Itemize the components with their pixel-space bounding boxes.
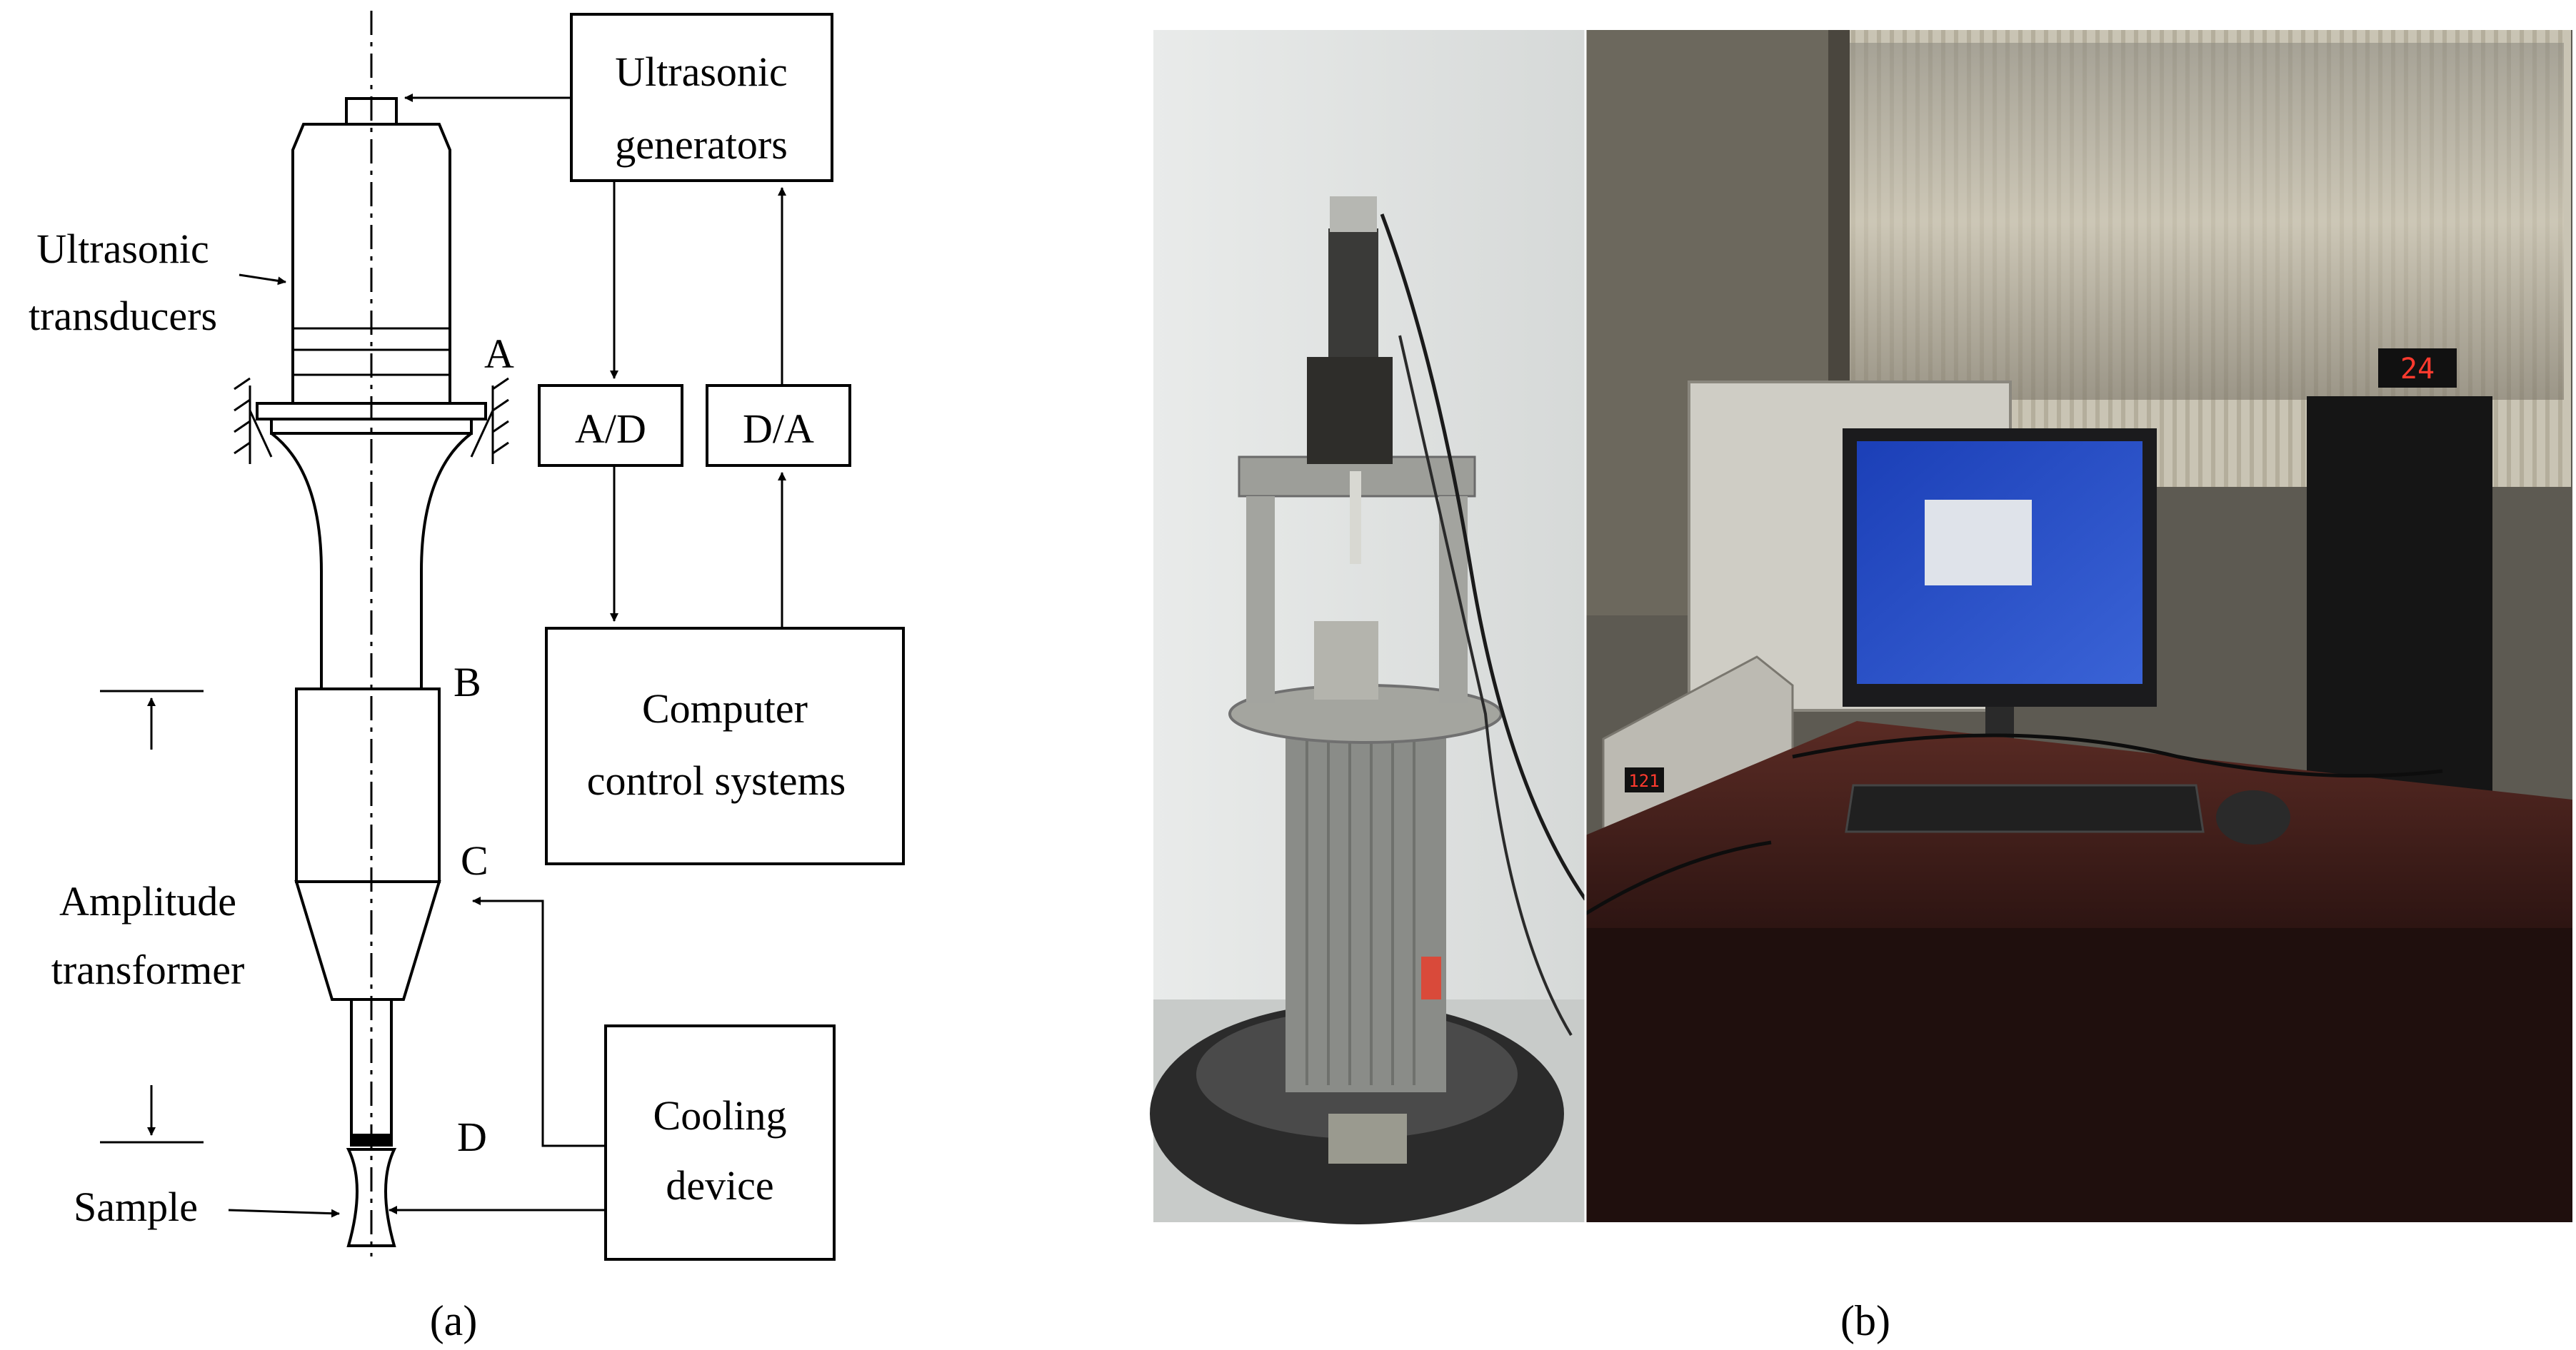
caption-b: (b) <box>1840 1297 1890 1344</box>
cooling-block <box>604 1024 836 1261</box>
clamp-fixture <box>1314 621 1378 700</box>
cooling-label-line1: Cooling <box>653 1092 787 1139</box>
mouse <box>2216 790 2290 845</box>
monitor-window <box>1925 500 2032 585</box>
temp-display <box>2378 348 2457 388</box>
amplitude-label-line2: transformer <box>51 947 245 993</box>
generator-display <box>1625 767 1664 792</box>
desk-cable <box>1584 840 1772 916</box>
amplitude-label-line1: Amplitude <box>59 878 236 925</box>
caption-a: (a) <box>430 1297 478 1344</box>
ad-block <box>538 384 683 467</box>
generators-label-line2: generators <box>615 121 788 168</box>
base-plate <box>1328 1114 1407 1164</box>
transducers-label-line2: transducers <box>29 293 217 339</box>
tip-end <box>350 1134 393 1147</box>
cooling-label-line2: device <box>666 1162 773 1209</box>
transducer-pointer-arrow <box>239 273 286 286</box>
window-light <box>1843 43 2564 400</box>
mounting-flange-lower <box>270 418 473 435</box>
transducer-body <box>1328 228 1378 357</box>
point-d-label: D <box>457 1114 487 1160</box>
specimen-rod <box>1350 471 1361 564</box>
rig-column <box>1286 721 1446 1092</box>
horn-neck <box>270 432 473 689</box>
generator-display-digits: 121 <box>1628 771 1659 791</box>
rig-frame-left <box>1246 496 1275 703</box>
cooling-to-c-arrow <box>472 897 606 1147</box>
computer-label-line2: control systems <box>587 757 846 804</box>
transducer-cap <box>1330 196 1377 232</box>
transducer-bracket <box>1307 357 1393 464</box>
transducers-label-line1: Ultrasonic <box>36 226 209 272</box>
point-a-label: A <box>484 331 514 377</box>
column-ribs <box>1305 728 1415 1085</box>
cable <box>1398 335 1573 1037</box>
panel-a-schematic <box>100 11 905 1261</box>
point-c-label: C <box>461 837 488 884</box>
desk-cable <box>1792 733 2443 778</box>
ad-label: A/D <box>575 405 646 452</box>
amplitude-transformer-body <box>295 687 441 883</box>
da-label: D/A <box>743 405 814 452</box>
left-support-hatch <box>234 377 273 464</box>
desk-body <box>1585 928 2572 1222</box>
sample-label: Sample <box>74 1184 198 1230</box>
sample-specimen <box>346 1148 397 1247</box>
amplitude-transformer-cone <box>294 880 441 1001</box>
warning-label <box>1421 957 1441 999</box>
da-block <box>706 384 851 467</box>
right-support-hatch <box>470 377 509 464</box>
point-b-label: B <box>453 659 481 705</box>
cable <box>1380 213 1588 901</box>
temp-display-digits: 24 <box>2400 353 2435 386</box>
sample-pointer-arrow <box>228 1209 340 1218</box>
computer-block <box>545 627 905 865</box>
panel-a-labels: Ultrasonic generators A/D D/A Computer c… <box>29 49 846 1344</box>
generators-label-line1: Ultrasonic <box>615 49 788 95</box>
keyboard <box>1845 784 2205 833</box>
panel-b-photo: 24 121 (b) <box>1150 30 2572 1344</box>
computer-label-line1: Computer <box>642 685 808 732</box>
